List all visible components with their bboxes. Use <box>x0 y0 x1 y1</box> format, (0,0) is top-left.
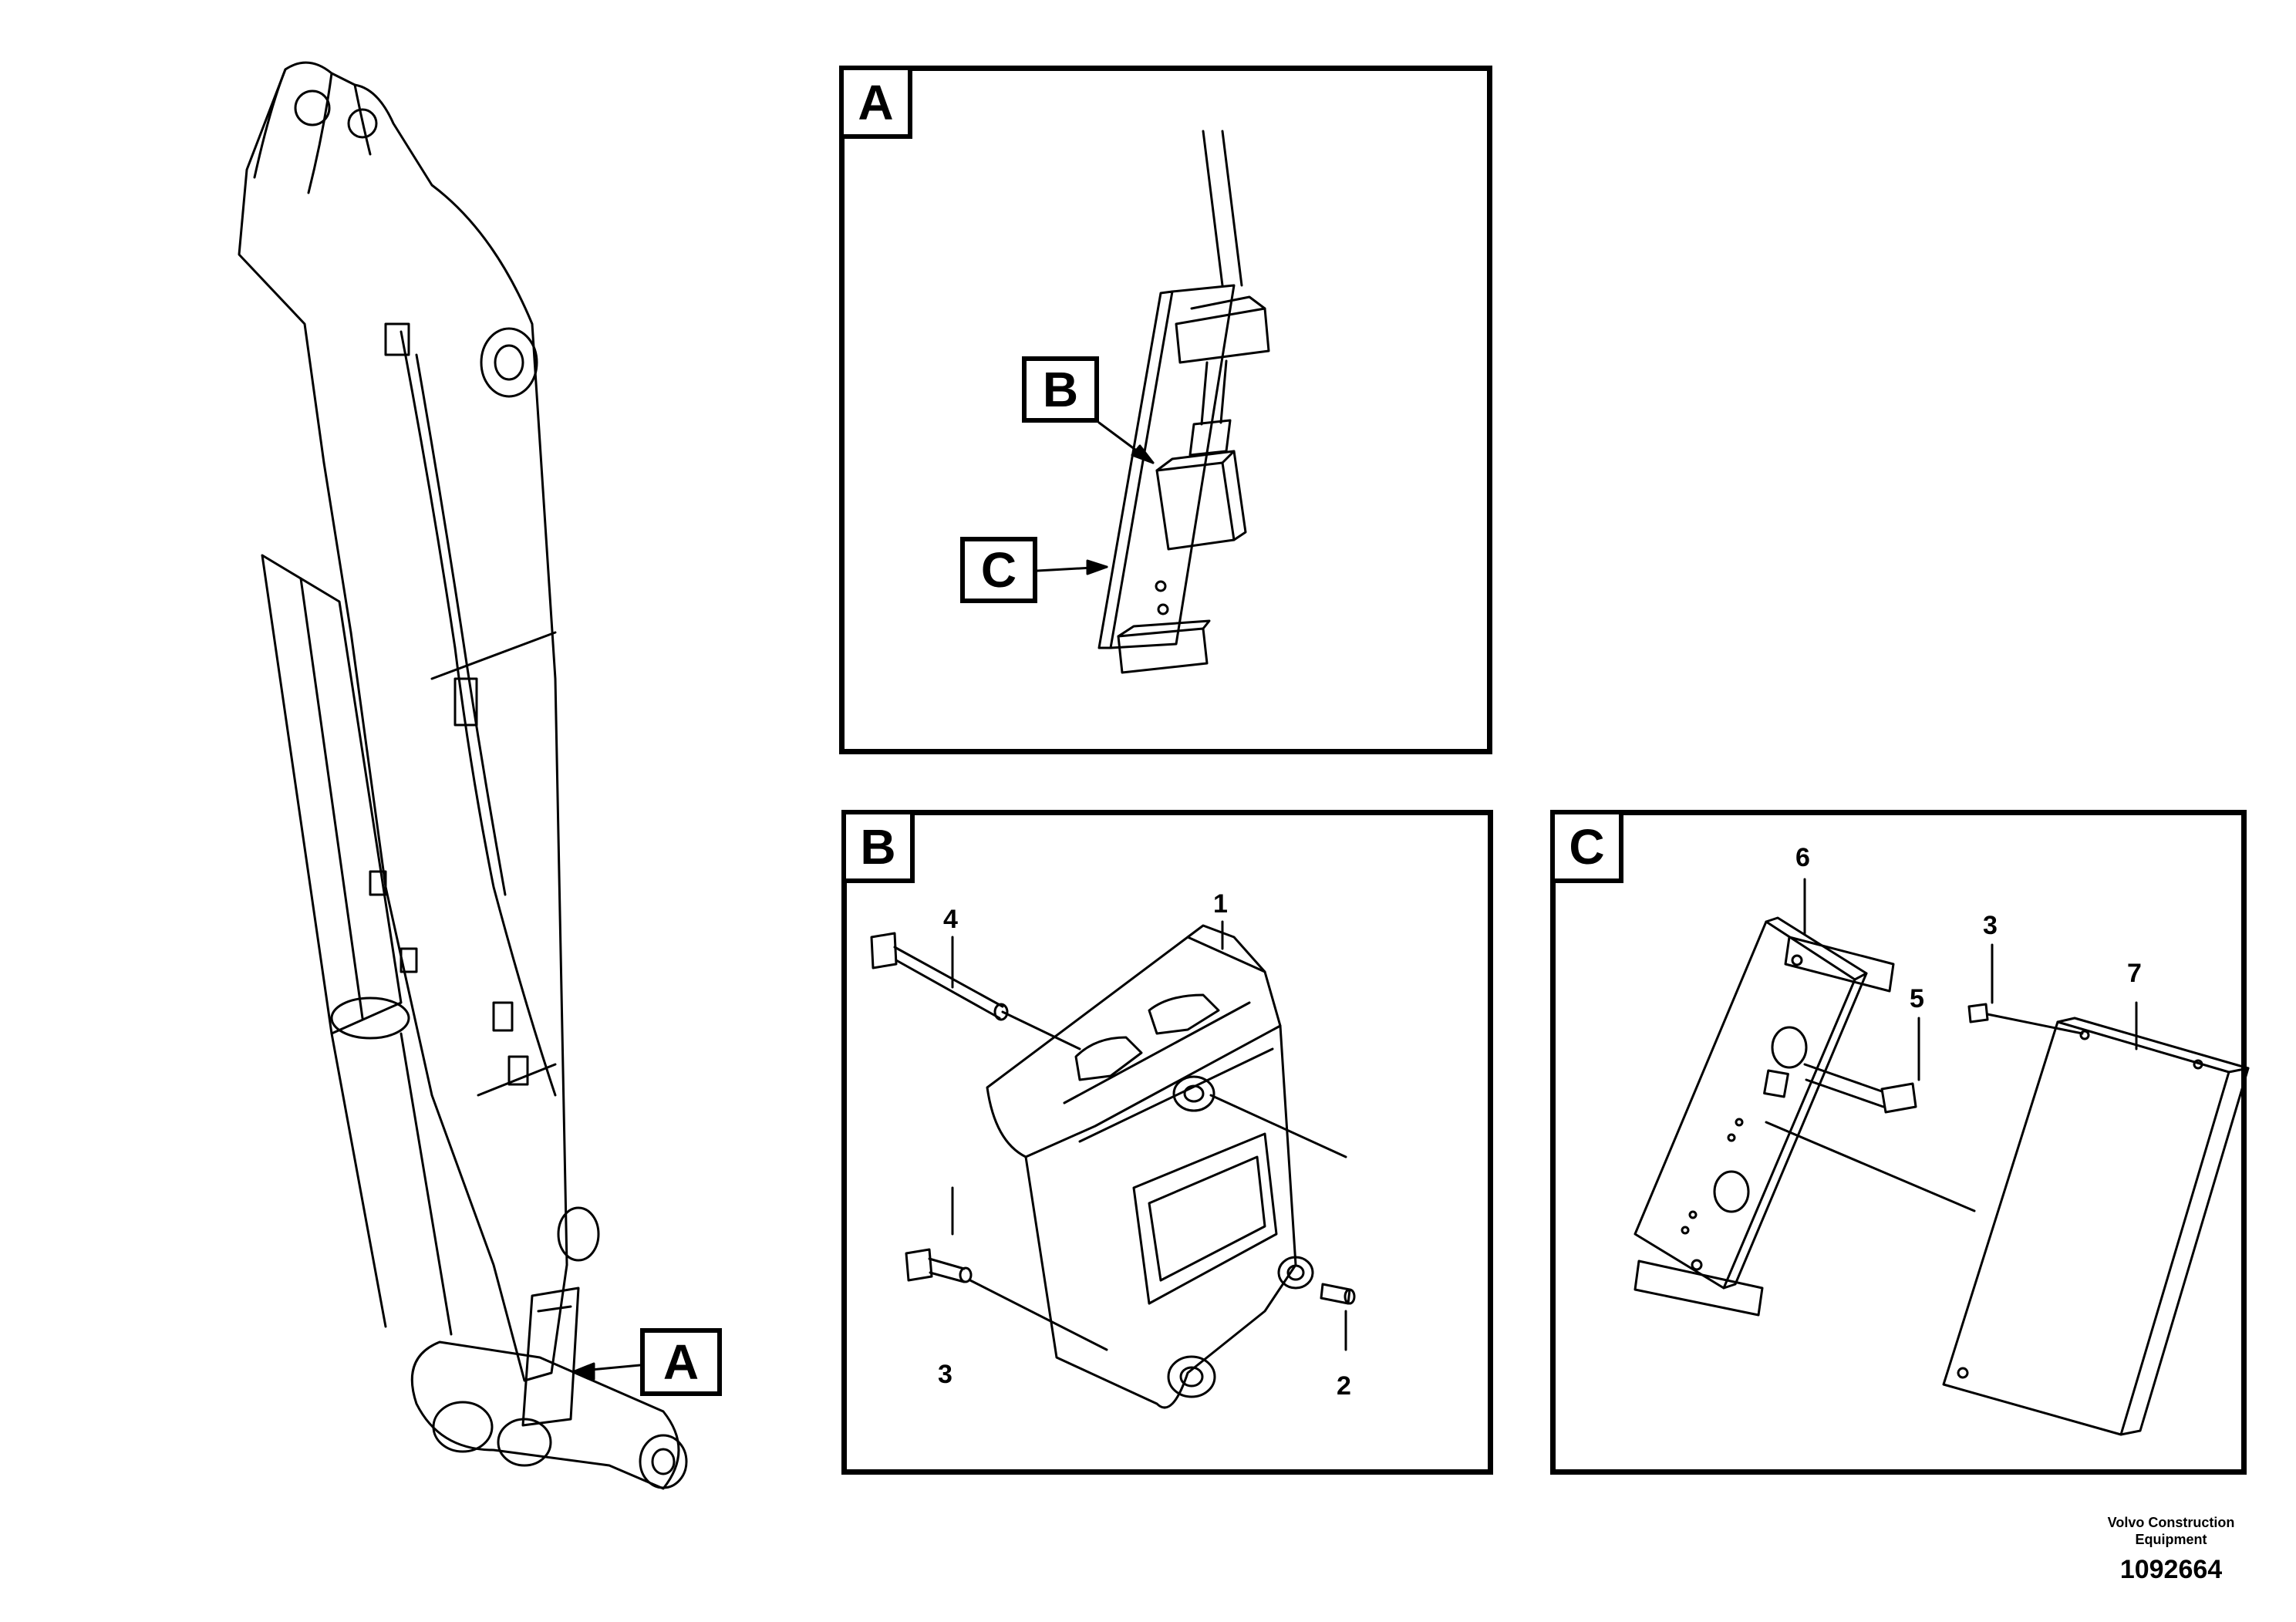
view-label-b: B <box>860 818 896 875</box>
view-c-illustration <box>1633 878 2250 1436</box>
view-label-a: A <box>858 74 894 130</box>
boom-overview-illustration <box>238 61 688 1490</box>
callout-b-3: 3 <box>938 1360 952 1389</box>
publisher-credit: Volvo Construction Equipment <box>2082 1514 2260 1548</box>
publisher-name-line-2: Equipment <box>2135 1532 2207 1547</box>
callout-b-4: 4 <box>943 905 958 934</box>
detail-frame-a <box>839 66 1492 754</box>
view-a-illustration <box>1036 130 1270 674</box>
detail-frame-c <box>1550 810 2247 1475</box>
view-b-illustration <box>870 920 1356 1409</box>
callout-c-6: 6 <box>1795 843 1810 872</box>
view-tag-b-frame: B <box>841 810 915 883</box>
callout-c-5: 5 <box>1910 984 1924 1013</box>
publisher-name-line-1: Volvo Construction <box>2107 1515 2235 1530</box>
callout-c-7: 7 <box>2127 959 2142 988</box>
reference-label-c: C <box>980 542 1017 598</box>
view-tag-c-frame: C <box>1550 810 1623 883</box>
callout-c-3: 3 <box>1983 911 1998 940</box>
callout-b-2: 2 <box>1337 1371 1351 1401</box>
callout-b-1: 1 <box>1213 889 1228 919</box>
reference-tag-a-on-boom: A <box>640 1328 722 1396</box>
view-tag-a-frame: A <box>839 66 912 139</box>
detail-frame-b <box>841 810 1493 1475</box>
reference-tag-b-in-view-a: B <box>1022 356 1099 423</box>
view-label-c: C <box>1569 818 1605 875</box>
reference-label-a: A <box>663 1334 700 1390</box>
reference-tag-c-in-view-a: C <box>960 537 1037 603</box>
drawing-number: 1092664 <box>2119 1555 2223 1584</box>
reference-label-b: B <box>1042 362 1079 417</box>
